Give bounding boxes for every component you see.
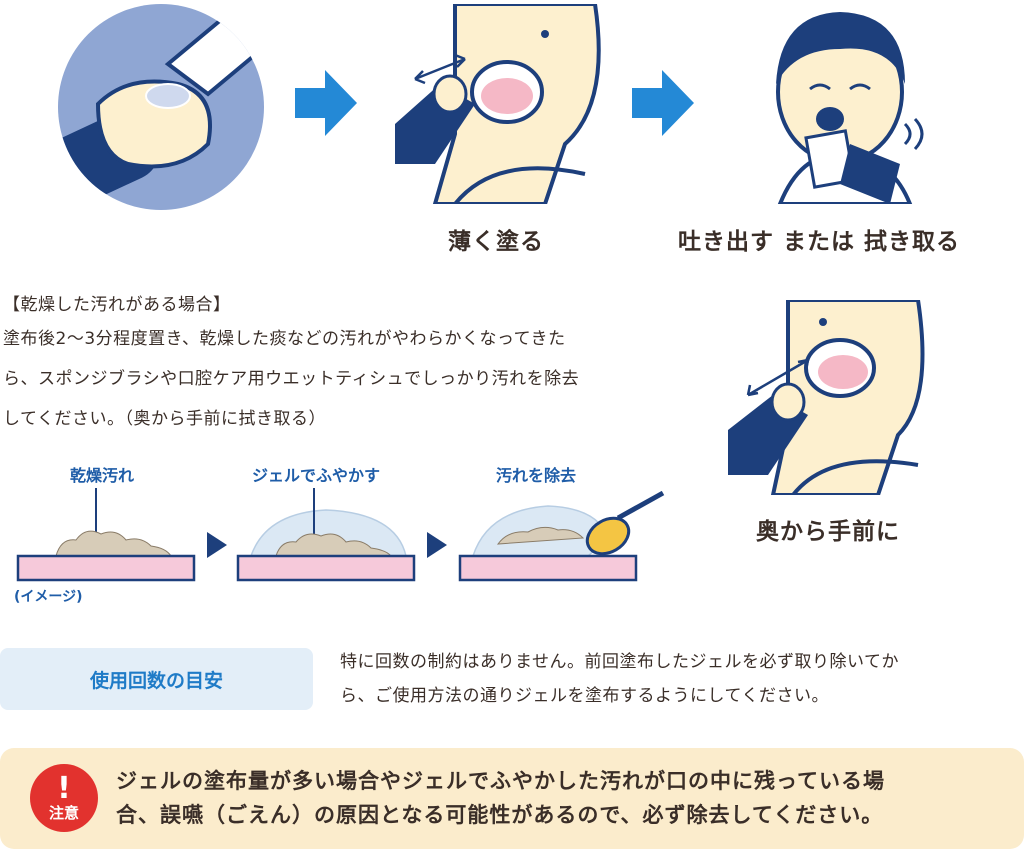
usage-line-1: 特に回数の制約はありません。前回塗布したジェルを必ず取り除いてか [340, 652, 899, 672]
wipe-back-to-front-illustration [728, 300, 925, 495]
spit-or-wipe-illustration [776, 12, 924, 204]
stage-label-soften: ジェルでふやかす [252, 466, 381, 485]
usage-label-box: 使用回数の目安 [0, 648, 313, 710]
stage-soften-diagram [236, 488, 416, 582]
dry-paragraph-line-3: してください。（奥から手前に拭き取る） [3, 409, 326, 429]
arrow-right-icon [295, 70, 357, 136]
stage-dry-diagram [16, 488, 196, 582]
image-note: (イメージ) [14, 589, 83, 605]
dry-heading: 【乾燥した汚れがある場合】 [3, 295, 231, 315]
caution-line-2: 合、誤嚥（ごえん）の原因となる可能性があるので、必ず除去してください。 [116, 803, 884, 827]
apply-thinly-illustration [395, 4, 601, 204]
caution-line-1: ジェルの塗布量が多い場合やジェルでふやかした汚れが口の中に残っている場 [116, 769, 885, 793]
stage-label-remove: 汚れを除去 [496, 466, 577, 485]
stage-remove-diagram [458, 490, 665, 582]
exclamation-icon: ! [57, 771, 71, 806]
triangle-right-icon [207, 532, 227, 558]
step3-caption: 吐き出す または 拭き取る [678, 229, 961, 255]
usage-label: 使用回数の目安 [89, 669, 223, 692]
arrow-right-icon [632, 70, 694, 136]
triangle-right-icon [427, 532, 447, 558]
sponge-brush-icon [585, 490, 665, 556]
caution-box: ! 注意 ジェルの塗布量が多い場合やジェルでふやかした汚れが口の中に残っている場… [0, 748, 1024, 849]
caution-badge: ! 注意 [30, 764, 98, 832]
dry-paragraph-line-1: 塗布後2〜3分程度置き、乾燥した痰などの汚れがやわらかくなってきた [3, 329, 566, 349]
stage-label-dry: 乾燥汚れ [70, 466, 135, 485]
dry-paragraph-line-2: ら、スポンジブラシや口腔ケア用ウエットティシュでしっかり汚れを除去 [3, 369, 580, 389]
usage-line-2: ら、ご使用方法の通りジェルを塗布するようにしてください。 [340, 686, 829, 706]
gel-tube-illustration [58, 4, 264, 210]
caution-badge-label: 注意 [48, 804, 79, 822]
wipe-caption: 奥から手前に [756, 519, 900, 545]
step2-caption: 薄く塗る [448, 229, 544, 255]
